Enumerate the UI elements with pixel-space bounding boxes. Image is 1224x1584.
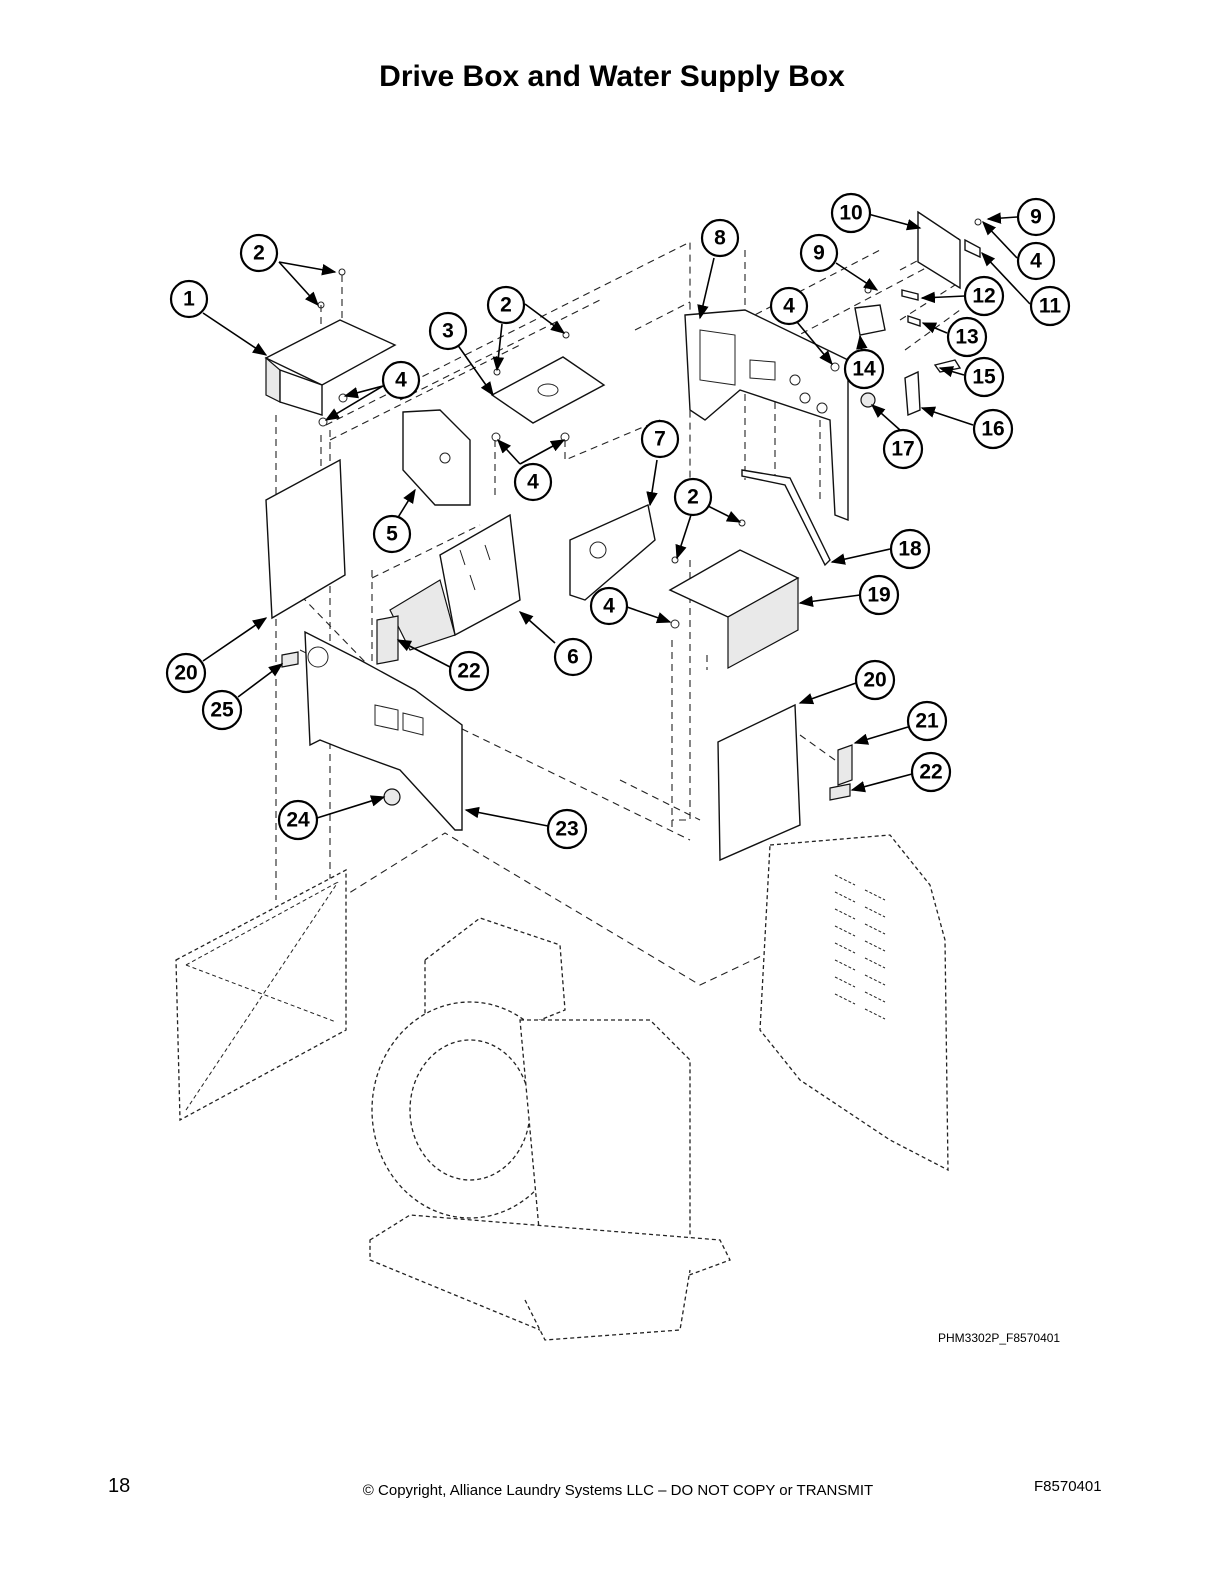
parts bbox=[264, 210, 982, 862]
page-number: 18 bbox=[108, 1475, 131, 1497]
callout-13-label: 13 bbox=[955, 326, 978, 349]
callout-25-label: 25 bbox=[210, 699, 234, 722]
callout-4: 4 bbox=[769, 286, 809, 326]
callout-12-label: 12 bbox=[972, 285, 995, 308]
callout-22: 22 bbox=[910, 751, 952, 793]
callout-2: 2 bbox=[673, 477, 713, 517]
callout-25: 25 bbox=[201, 689, 243, 731]
callout-4: 4 bbox=[513, 462, 553, 502]
callout-19: 19 bbox=[858, 574, 900, 616]
callout-4-label: 4 bbox=[527, 471, 539, 494]
callout-17-label: 17 bbox=[891, 438, 914, 461]
callout-20-label: 20 bbox=[174, 662, 197, 685]
callout-9-label: 9 bbox=[1030, 206, 1042, 229]
callout-23: 23 bbox=[546, 808, 588, 850]
callout-16: 16 bbox=[972, 408, 1014, 450]
callout-11: 11 bbox=[1029, 285, 1071, 327]
callout-4: 4 bbox=[589, 586, 629, 626]
callout-14: 14 bbox=[843, 348, 885, 390]
callout-5: 5 bbox=[372, 514, 412, 554]
callout-21: 21 bbox=[906, 700, 948, 742]
callout-4-label: 4 bbox=[1030, 250, 1042, 273]
callout-8-label: 8 bbox=[714, 227, 726, 250]
callout-6-label: 6 bbox=[567, 646, 579, 669]
callout-10: 10 bbox=[830, 192, 872, 234]
callout-6: 6 bbox=[553, 637, 593, 677]
callout-11-label: 11 bbox=[1039, 295, 1062, 318]
drawing-id: PHM3302P_F8570401 bbox=[938, 1331, 1061, 1345]
callout-3-label: 3 bbox=[442, 320, 454, 343]
callout-1: 1 bbox=[169, 279, 209, 319]
callout-24-label: 24 bbox=[286, 809, 310, 832]
callout-15: 15 bbox=[963, 356, 1005, 398]
callout-2-label: 2 bbox=[253, 242, 265, 265]
callout-4: 4 bbox=[1016, 241, 1056, 281]
copyright-notice: © Copyright, Alliance Laundry Systems LL… bbox=[362, 1482, 874, 1499]
callout-2: 2 bbox=[239, 233, 279, 273]
callout-4: 4 bbox=[381, 360, 421, 400]
callout-22: 22 bbox=[448, 650, 490, 692]
callout-4-label: 4 bbox=[395, 369, 407, 392]
callout-3: 3 bbox=[428, 311, 468, 351]
callout-4-label: 4 bbox=[783, 295, 795, 318]
callout-20: 20 bbox=[165, 652, 207, 694]
callout-20-label: 20 bbox=[863, 669, 886, 692]
callout-2-label: 2 bbox=[500, 294, 512, 317]
callout-4-label: 4 bbox=[603, 595, 615, 618]
callout-24: 24 bbox=[277, 799, 319, 841]
callout-13: 13 bbox=[946, 316, 988, 358]
callout-7-label: 7 bbox=[654, 428, 666, 451]
callout-14-label: 14 bbox=[852, 358, 876, 381]
document-number: F8570401 bbox=[1034, 1478, 1102, 1495]
callout-18-label: 18 bbox=[898, 538, 922, 561]
callout-20: 20 bbox=[854, 659, 896, 701]
callout-9: 9 bbox=[1016, 197, 1056, 237]
callouts: 1 2 2 2 3 4 4 4 4 4 5 6 7 8 9 9 10 11 12… bbox=[165, 192, 1071, 850]
callout-21-label: 21 bbox=[915, 710, 939, 733]
callout-8: 8 bbox=[700, 218, 740, 258]
phantom-base-assembly bbox=[175, 834, 949, 1341]
callout-19-label: 19 bbox=[867, 584, 890, 607]
callout-1-label: 1 bbox=[183, 288, 195, 311]
callout-10-label: 10 bbox=[839, 202, 862, 225]
callout-22-label: 22 bbox=[919, 761, 942, 784]
callout-9-label: 9 bbox=[813, 242, 825, 265]
callout-12: 12 bbox=[963, 275, 1005, 317]
leader-lines bbox=[202, 212, 1031, 827]
callout-23-label: 23 bbox=[555, 818, 578, 841]
callout-2: 2 bbox=[486, 285, 526, 325]
callout-18: 18 bbox=[889, 528, 931, 570]
callout-9: 9 bbox=[799, 233, 839, 273]
callout-15-label: 15 bbox=[972, 366, 996, 389]
callout-16-label: 16 bbox=[981, 418, 1004, 441]
callout-5-label: 5 bbox=[386, 523, 398, 546]
callout-17: 17 bbox=[882, 428, 924, 470]
callout-7: 7 bbox=[640, 419, 680, 459]
page-title: Drive Box and Water Supply Box bbox=[379, 60, 845, 93]
callout-22-label: 22 bbox=[457, 660, 480, 683]
callout-2-label: 2 bbox=[687, 486, 699, 509]
